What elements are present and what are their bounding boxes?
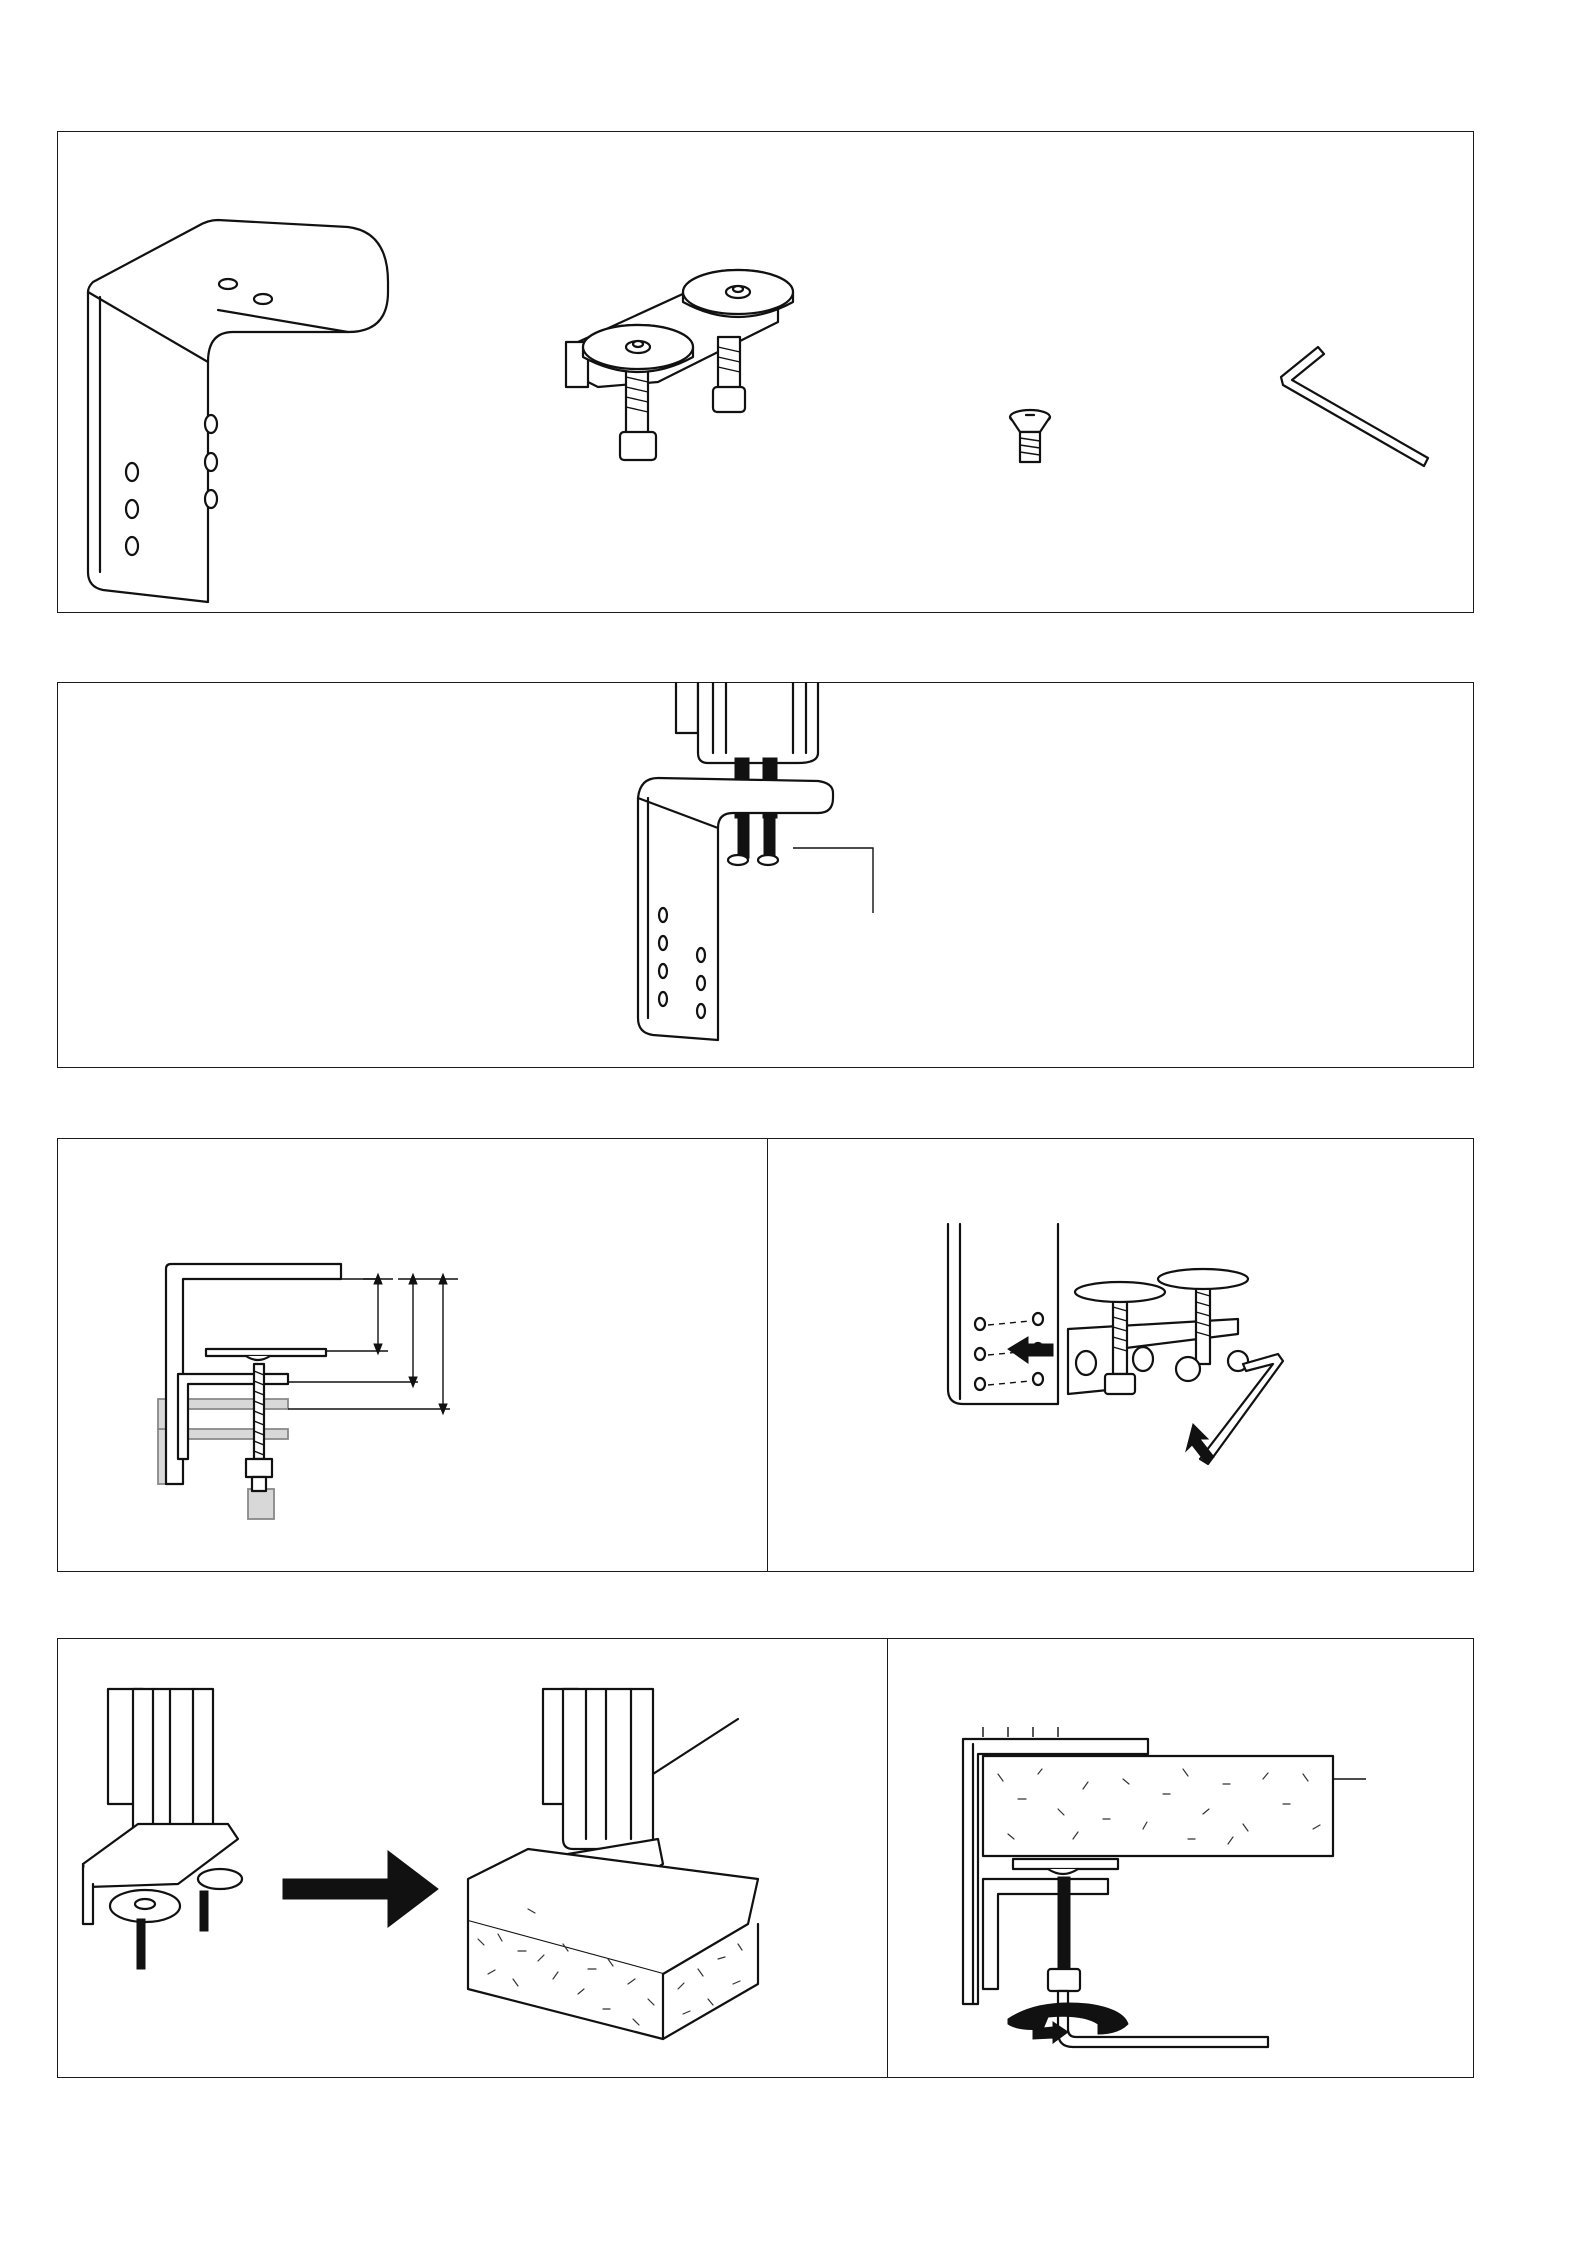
countersunk-screw-icon bbox=[1010, 410, 1050, 462]
height-positions-icon bbox=[158, 1264, 458, 1519]
hex-key-icon bbox=[1281, 347, 1428, 466]
height-positions-drawing bbox=[58, 1139, 770, 1573]
pole-base-with-bracket-icon bbox=[638, 683, 873, 1040]
tighten-clamp-drawing bbox=[888, 1639, 1475, 2079]
adjust-height-panel bbox=[57, 1138, 769, 1572]
tighten-clamp-panel bbox=[887, 1638, 1474, 2078]
attach-bracket-panel bbox=[57, 682, 1474, 1068]
attach-bracket-drawing bbox=[58, 683, 1475, 1069]
bracket-icon bbox=[88, 220, 388, 602]
mount-panel bbox=[57, 1638, 889, 2078]
move-clamp-panel bbox=[767, 1138, 1474, 1572]
move-clamp-icon bbox=[948, 1224, 1283, 1464]
parts-drawing bbox=[58, 132, 1475, 614]
tighten-clamp-icon bbox=[963, 1727, 1366, 2047]
parts-panel bbox=[57, 131, 1474, 613]
place-on-desk-icon bbox=[83, 1689, 758, 2039]
move-clamp-drawing bbox=[768, 1139, 1475, 1573]
place-on-desk-drawing bbox=[58, 1639, 890, 2079]
clamp-plate-assembly-icon bbox=[566, 270, 793, 460]
